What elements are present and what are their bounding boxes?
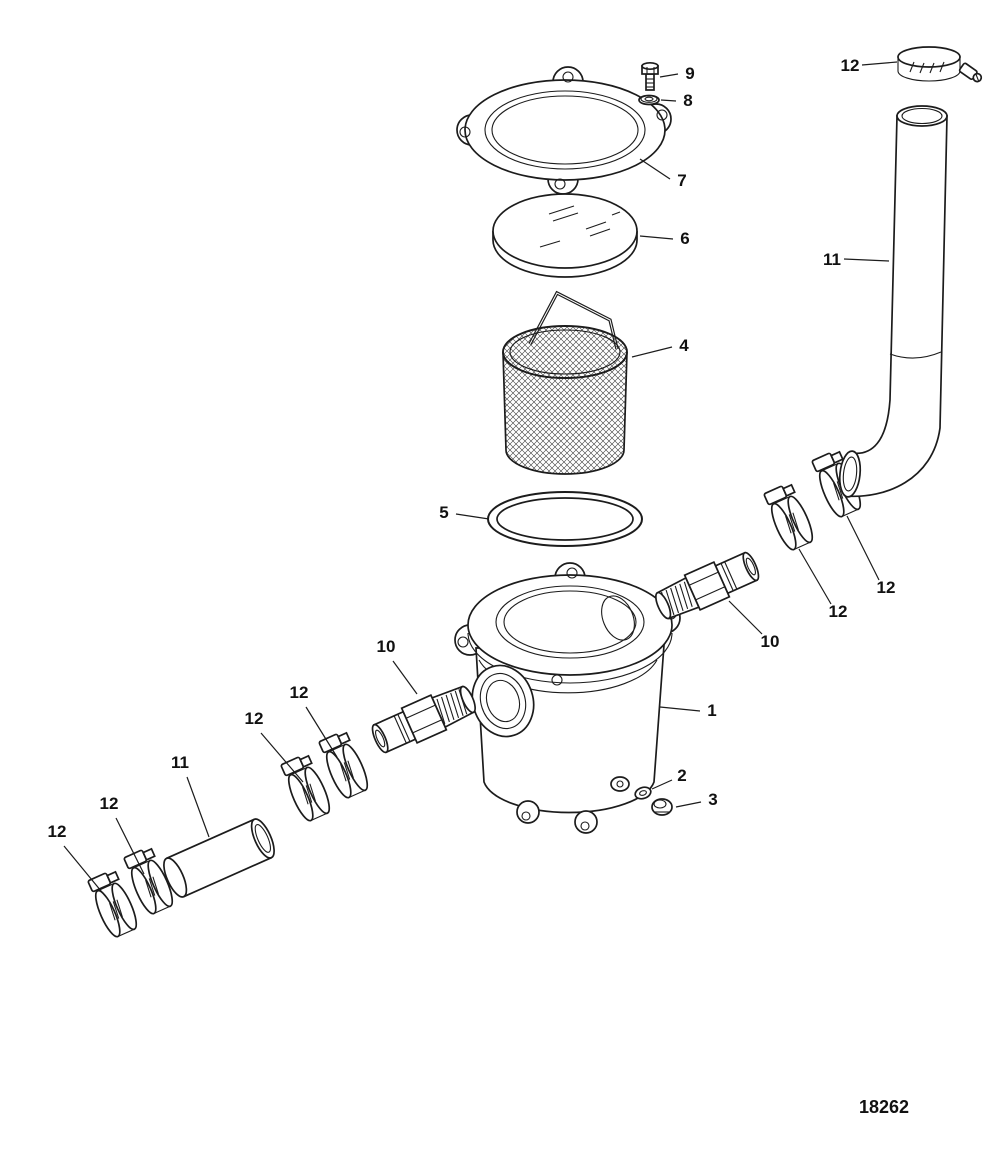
- hose-clamp-left-2: [280, 754, 331, 822]
- hose-clamp-left-3: [123, 847, 174, 915]
- callout-label-12-left-4: 12: [48, 822, 67, 841]
- hose-right: [838, 105, 948, 498]
- fitting-left: [371, 685, 477, 754]
- hose-clamp-top-right: [897, 46, 983, 83]
- callout-label-12-left-1: 12: [290, 683, 309, 702]
- o-ring-gasket: [487, 491, 643, 547]
- drain-plug: [651, 798, 673, 816]
- callout-label-12-left-2: 12: [245, 709, 264, 728]
- callout-label-7: 7: [677, 171, 686, 190]
- cover-bolt-hole: [554, 178, 566, 190]
- callout-label-11-left: 11: [171, 753, 189, 772]
- callout-label-1: 1: [707, 701, 716, 720]
- hose-clamp-left-4: [87, 870, 138, 938]
- drain-boss: [610, 776, 630, 792]
- strainer-basket: [502, 290, 628, 475]
- callout-label-12-left-3: 12: [100, 794, 119, 813]
- cover-bolt-hole: [562, 71, 574, 83]
- callout-label-10-right: 10: [761, 632, 780, 651]
- callout-label-10-left: 10: [377, 637, 396, 656]
- callout-label-5: 5: [439, 503, 448, 522]
- figure-number: 18262: [859, 1097, 909, 1117]
- callout-label-3: 3: [708, 790, 717, 809]
- drain-washer: [634, 786, 652, 800]
- cover-plate: [456, 66, 672, 195]
- callout-label-11-right: 11: [823, 250, 841, 269]
- hose-clamp-right-inner: [763, 483, 814, 551]
- callout-label-12-right-outer: 12: [877, 578, 896, 597]
- hex-bolt: [641, 61, 659, 91]
- callout-label-6: 6: [680, 229, 689, 248]
- outlet-bore: [601, 595, 635, 641]
- sight-glass: [492, 193, 638, 278]
- cover-bolt-hole: [459, 126, 471, 138]
- strainer-housing: [454, 562, 681, 834]
- hose-left: [163, 818, 275, 898]
- callout-label-9: 9: [685, 64, 694, 83]
- hose-clamp-left-1: [318, 731, 369, 799]
- cover-bolt-hole: [656, 109, 668, 121]
- callout-label-8: 8: [683, 91, 692, 110]
- bolt-washer: [638, 94, 660, 106]
- callout-label-4: 4: [679, 336, 689, 355]
- callout-label-12-top-right: 12: [841, 56, 860, 75]
- callout-label-12-right-inner: 12: [829, 602, 848, 621]
- callout-labels: 9 8 7 6 4 5 1 2 3 10 12 12 11 12 10 12 1…: [48, 56, 896, 841]
- callout-label-2: 2: [677, 766, 686, 785]
- leader-lines: [63, 61, 898, 898]
- fitting-right: [654, 551, 760, 620]
